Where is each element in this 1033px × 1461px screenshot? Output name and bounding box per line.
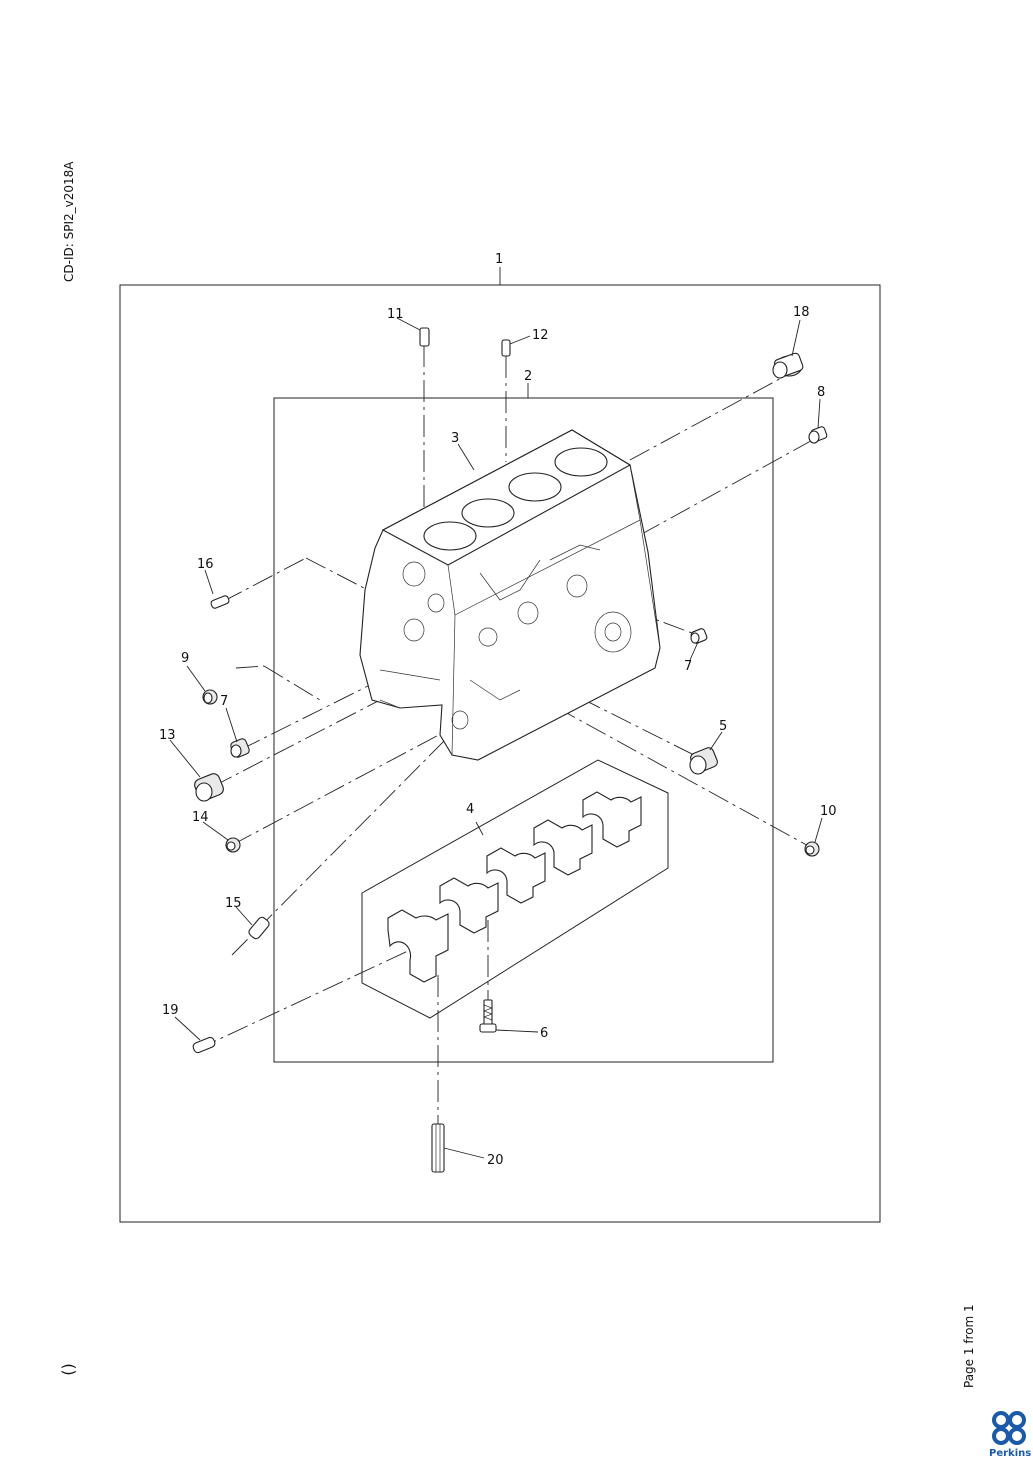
callout-7-right: 7 [684, 659, 692, 674]
sleeve-15 [248, 916, 270, 940]
callout-19: 19 [162, 1003, 179, 1018]
cylinder-block [359, 429, 661, 761]
plug-14 [225, 837, 241, 853]
callout-18: 18 [793, 305, 810, 320]
callout-20: 20 [487, 1153, 504, 1168]
bolt-6 [479, 999, 497, 1033]
perkins-wordmark: Perkins [989, 1448, 1032, 1459]
bearing-caps-frame [361, 759, 669, 1019]
inner-frame [273, 397, 774, 1063]
callout-4: 4 [466, 802, 474, 817]
callout-8: 8 [817, 385, 825, 400]
callout-7-left: 7 [220, 694, 228, 709]
pin-19 [192, 1036, 216, 1054]
plug-7-left [230, 738, 250, 758]
plug-13 [194, 773, 224, 802]
callout-6: 6 [540, 1026, 548, 1041]
callout-14: 14 [192, 810, 209, 825]
callout-5: 5 [719, 719, 727, 734]
callout-11: 11 [387, 307, 404, 322]
plug-8 [808, 426, 828, 444]
dowel-11 [419, 327, 430, 347]
pin-16 [210, 595, 230, 609]
callout-10: 10 [820, 804, 837, 819]
dowel-12 [501, 339, 511, 357]
callout-16: 16 [197, 557, 214, 572]
plug-9 [202, 689, 218, 705]
main-bearing-caps [387, 791, 642, 983]
callout-2: 2 [524, 369, 532, 384]
callout-labels: 1 2 3 4 5 6 7 7 8 9 10 11 12 13 14 15 16… [159, 252, 837, 1168]
tube-20 [431, 1123, 445, 1173]
plug-5 [689, 747, 718, 775]
callout-9: 9 [181, 651, 189, 666]
perkins-logo [992, 1411, 1026, 1445]
callout-3: 3 [451, 431, 459, 446]
small-parts [192, 327, 828, 1173]
callout-12: 12 [532, 328, 549, 343]
leader-lines [169, 267, 823, 1159]
plug-10 [804, 841, 820, 857]
callout-15: 15 [225, 896, 242, 911]
callout-1: 1 [495, 252, 503, 267]
plug-7-right [690, 628, 708, 644]
callout-13: 13 [159, 728, 176, 743]
plug-18 [772, 352, 804, 379]
